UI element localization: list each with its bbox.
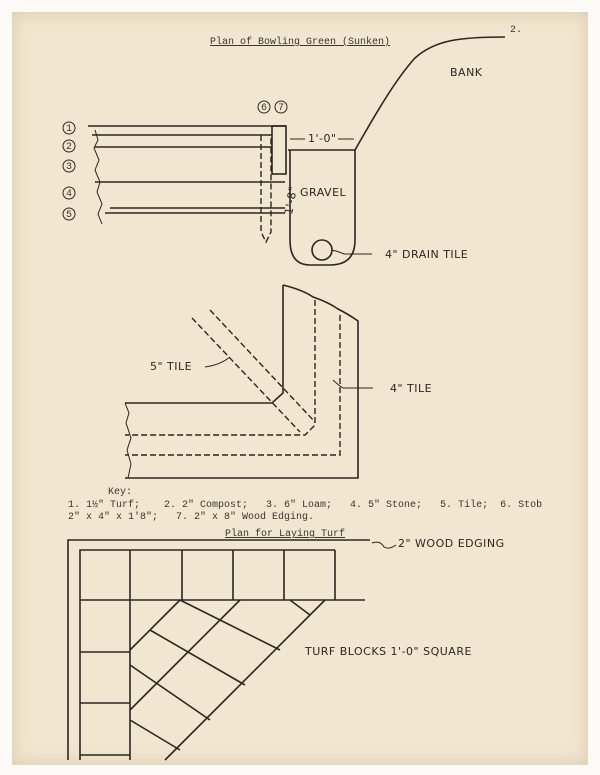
wood-edging-label: 2" WOOD EDGING	[398, 537, 505, 550]
bank-label: BANK	[450, 66, 483, 79]
key-heading: Key:	[108, 487, 132, 498]
tile-4-label: 4" TILE	[390, 382, 432, 395]
corner-diagram: 5" TILE 4" TILE	[124, 284, 432, 479]
wood-edging	[271, 125, 287, 175]
ragged-edge	[93, 129, 103, 225]
tile-5-label: 5" TILE	[150, 360, 192, 373]
page-number: 2.	[510, 25, 522, 36]
depth-label: 1'-8"	[282, 185, 300, 215]
callout-4: 4	[66, 189, 72, 200]
callout-6: 6	[261, 103, 267, 114]
key: Key: 1. 1½" Turf; 2. 2" Compost; 3. 6" L…	[68, 487, 542, 523]
layer-callouts: 1 2 3 4 5 6 7	[62, 100, 288, 221]
callout-3: 3	[66, 162, 72, 173]
callout-2: 2	[66, 142, 72, 153]
callout-7: 7	[278, 103, 284, 114]
key-line-2: 2" x 4" x 1'8"; 7. 2" x 8" Wood Edging.	[68, 511, 314, 523]
bank-slope	[354, 36, 506, 151]
gravel-label: GRAVEL	[300, 186, 347, 199]
stob	[260, 135, 272, 244]
turf-plan: Plan for Laying Turf 2" WOOD EDGING TURF…	[67, 528, 505, 761]
section-diagram: BANK 4" DRAIN TILE GRAVEL 1'-0" 1'-8" 1 …	[62, 36, 506, 266]
paper-sheet	[12, 12, 588, 765]
callout-5: 5	[66, 210, 72, 221]
callout-1: 1	[66, 124, 72, 135]
turf-plan-title: Plan for Laying Turf	[225, 528, 345, 540]
width-label: 1'-0"	[308, 132, 337, 145]
drain-tile	[311, 239, 333, 261]
page-title: Plan of Bowling Green (Sunken)	[210, 36, 390, 48]
gravel-trench	[288, 149, 356, 266]
key-line-1: 1. 1½" Turf; 2. 2" Compost; 3. 6" Loam; …	[68, 499, 542, 511]
turf-blocks-label: TURF BLOCKS 1'-0" SQUARE	[304, 645, 472, 658]
drain-label: 4" DRAIN TILE	[385, 248, 468, 261]
